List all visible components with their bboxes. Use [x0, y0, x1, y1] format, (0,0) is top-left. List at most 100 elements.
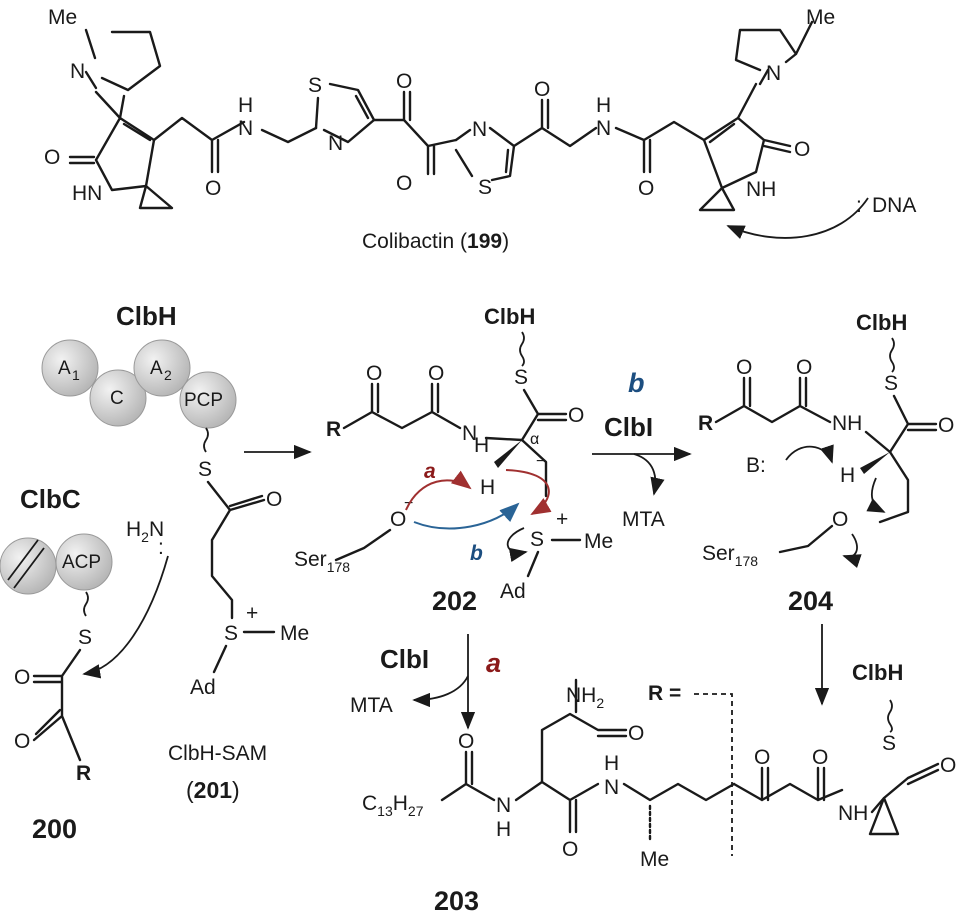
compound-202: ClbH S O R O O N H α H − S + Me Ad O − S…: [294, 304, 613, 616]
s-label-202: S: [514, 366, 528, 389]
compound-203-number: 203: [434, 886, 479, 916]
mta-label-a: MTA: [350, 694, 393, 717]
path-a-step: ClbI a MTA: [350, 634, 501, 730]
clbc-200: ClbC ACP S O O R 200: [0, 484, 113, 844]
r-label-204: R: [698, 412, 713, 435]
s-label-sulfonium-201: S: [224, 622, 238, 645]
path-a-label-202: a: [424, 460, 436, 483]
o-label-left-lactam: O: [44, 146, 60, 169]
n-label-amide-left: N: [238, 117, 253, 140]
ser178-label-202: Ser178: [294, 548, 350, 575]
o-label-204-amide: O: [796, 356, 812, 379]
dna-lone-pair: :: [856, 194, 862, 217]
h2n-label-201: H2N: [126, 518, 164, 545]
base-label-204: B:: [746, 454, 766, 477]
clbh-label-left: ClbH: [116, 301, 177, 331]
acp-tether: [83, 591, 89, 617]
domain-pcp: [179, 371, 237, 429]
s-label-200: S: [78, 626, 92, 649]
clbc-label: ClbC: [20, 484, 81, 514]
path-a-deprotonation-arrow: [405, 470, 472, 511]
clbh-label-203: ClbH: [852, 660, 903, 685]
clbi-label-b: ClbI: [604, 412, 653, 442]
ser178-label-204: Ser178: [702, 542, 758, 569]
domain-c: [89, 369, 147, 427]
o-label-202-thioester: O: [568, 404, 584, 427]
o-label-202-amide: O: [428, 362, 444, 385]
n-label-amide-right: N: [596, 117, 611, 140]
s-label-thiazole-right: S: [478, 176, 492, 199]
clbh-tether-202: [519, 331, 525, 367]
path-a-label: a: [486, 648, 501, 678]
o-label-ketone-right: O: [534, 78, 550, 101]
o-label-203-thioester: O: [940, 754, 956, 777]
methyl-label-right: Me: [806, 6, 835, 29]
o-label-203-amide: O: [562, 838, 578, 861]
clbh-sam-name: ClbH-SAM: [168, 742, 267, 765]
o-label-200-top: O: [14, 666, 30, 689]
n-label-203-2: N: [604, 776, 619, 799]
mta-release-arrow-a: [412, 675, 469, 708]
dna-attack-arrow: [726, 197, 869, 239]
clbc-partial-domain: [0, 537, 57, 595]
s-label-203: S: [882, 732, 896, 755]
hn-label-left: HN: [72, 182, 102, 205]
base-deprotonation-arrow: [785, 444, 834, 464]
me-label-202: Me: [584, 530, 613, 553]
amine-attack-arrow: [82, 555, 169, 679]
h-label-amide-left: H: [238, 94, 253, 117]
s-leaving-arrow: [506, 527, 528, 562]
h-label-202-alpha: H: [480, 476, 495, 499]
domain-a1: [41, 339, 99, 397]
o-label-204-ketone: O: [736, 356, 752, 379]
n-label-thiazole-right: N: [472, 118, 487, 141]
o-label-dione-bottom: O: [396, 172, 412, 195]
nh2-label-203: NH2: [566, 684, 604, 711]
h-label-203-2: H: [604, 752, 619, 775]
ad-label-202: Ad: [500, 580, 526, 603]
plus-charge-202: +: [556, 508, 568, 531]
nh-label-204: NH: [832, 412, 862, 435]
path-b-attack-arrow: [413, 502, 520, 530]
r-label-202: R: [326, 418, 341, 441]
alpha-label: α: [530, 431, 539, 448]
nh-label-right: NH: [746, 178, 776, 201]
s-label-202-sulfonium: S: [530, 528, 544, 551]
clbh-tether-203: [887, 699, 893, 733]
domain-a2-label: A: [150, 358, 163, 379]
clbh-tether-204: [889, 337, 895, 373]
path-b-step: b ClbI MTA: [592, 368, 692, 531]
pcp-tether: [203, 427, 209, 453]
o-label-200-bottom: O: [14, 730, 30, 753]
h-label-203-1: H: [496, 818, 511, 841]
dna-label: DNA: [872, 194, 916, 217]
me-label-201: Me: [280, 622, 309, 645]
n-label-202: N: [462, 422, 477, 445]
o-label-203-acyl: O: [458, 730, 474, 753]
o-label-203-amide-side: O: [628, 722, 644, 745]
o-label-203-amide2: O: [812, 746, 828, 769]
o-label-amide-left: O: [205, 177, 221, 200]
cyclization-arrow-204: [866, 477, 886, 513]
domain-a1-subscript: 1: [72, 367, 80, 383]
n-label-203-1: N: [496, 794, 511, 817]
plus-charge-201: +: [246, 602, 258, 625]
s-label-201: S: [198, 458, 212, 481]
path-a-cyclization-arrow: [505, 469, 552, 516]
o-label-203-ketone: O: [754, 746, 770, 769]
ser-release-arrow-204: [842, 533, 862, 568]
n-label-right-pyrroline: N: [766, 62, 781, 85]
o-label-204-thioester: O: [938, 414, 954, 437]
path-b-label: b: [628, 368, 645, 398]
compound-200-number: 200: [32, 814, 77, 844]
s-label-204: S: [884, 372, 898, 395]
domain-a1-label: A: [58, 358, 71, 379]
r-equals-label: R =: [648, 682, 681, 705]
h-label-202-nh: H: [474, 434, 489, 457]
lone-pair-201: :: [158, 536, 164, 559]
domain-a2-subscript: 2: [164, 367, 172, 383]
methyl-label-left: Me: [48, 6, 77, 29]
r-cut-line: [694, 693, 733, 856]
